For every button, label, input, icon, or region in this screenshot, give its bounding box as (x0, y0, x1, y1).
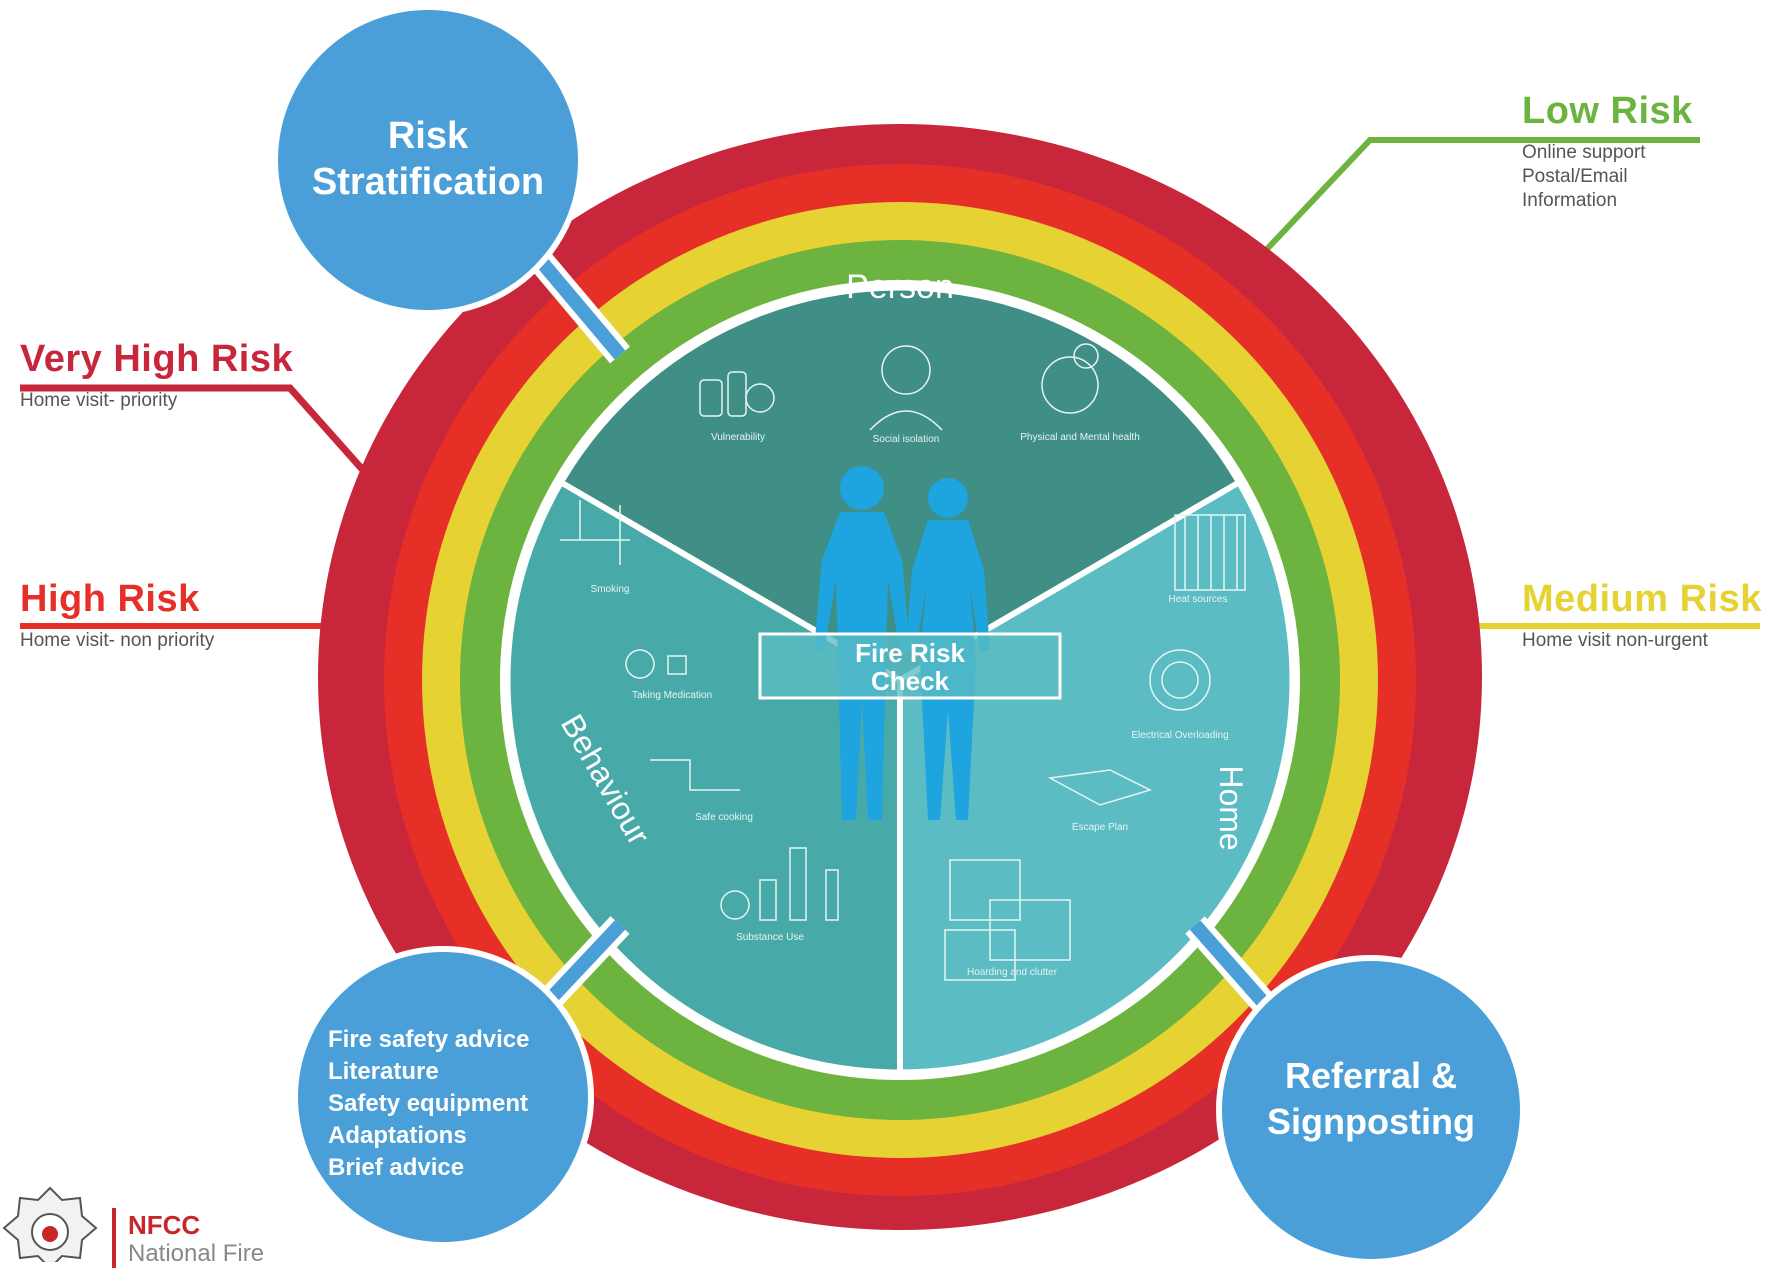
nfcc-logo: NFCC National Fire (0, 1180, 330, 1268)
behaviour-item-0: Smoking (591, 584, 630, 595)
very-high-connector (20, 384, 373, 481)
substance-icon (720, 847, 839, 921)
actions-list: Fire safety advice Literature Safety equ… (328, 1024, 588, 1184)
referral-callout: Referral & Signposting (1185, 916, 1526, 1262)
fire-risk-check-line1: Fire Risk (855, 638, 965, 668)
risk-stratification-line2: Stratification (312, 161, 544, 203)
logo-divider (112, 1208, 116, 1268)
behaviour-item-3: Substance Use (736, 932, 804, 943)
fire-risk-check-box (758, 632, 1062, 700)
action-item: Literature (328, 1058, 439, 1085)
medication-icon (625, 649, 687, 679)
cooking-icon (650, 759, 740, 791)
home-items (944, 514, 1246, 981)
person-icon (869, 345, 943, 431)
logo-name: National Fire (128, 1240, 265, 1267)
person-item-2: Physical and Mental health (1020, 432, 1140, 443)
very-high-title: Very High Risk (20, 338, 294, 380)
person-label: Person (846, 268, 954, 306)
action-item: Brief advice (328, 1154, 465, 1181)
behaviour-item-2: Safe cooking (695, 812, 753, 823)
risk-stratification-line1: Risk (388, 115, 469, 157)
person-item-0: Vulnerability (711, 432, 765, 443)
very-high-tier: Very High Risk Home visit- priority (20, 338, 293, 413)
high-tier: High Risk Home visit- non priority (20, 578, 214, 653)
behaviour-item-1: Taking Medication (632, 690, 712, 701)
head-gear-icon (1041, 343, 1099, 414)
nfcc-emblem-icon (2, 1186, 98, 1262)
callout-stem (534, 255, 626, 360)
action-item: Adaptations (328, 1122, 467, 1149)
home-item-0: Heat sources (1169, 594, 1228, 605)
escape-plan-icon (1047, 769, 1153, 806)
behaviour-items (560, 500, 839, 921)
risk-stratification-callout: Risk Stratification (272, 4, 630, 364)
low-desc: Online support Postal/Email Information (1522, 141, 1693, 213)
home-item-1: Electrical Overloading (1131, 730, 1228, 741)
high-desc: Home visit- non priority (20, 630, 215, 651)
low-desc-line: Postal/Email (1522, 166, 1628, 187)
action-item: Safety equipment (328, 1090, 529, 1117)
action-item: Fire safety advice (328, 1026, 530, 1053)
clutter-icon (944, 859, 1071, 981)
referral-line2: Signposting (1267, 1101, 1475, 1142)
actions-callout (292, 916, 630, 1248)
low-desc-line: Online support (1522, 142, 1646, 163)
medium-desc: Home visit non-urgent (1522, 630, 1708, 651)
home-item-2: Escape Plan (1072, 822, 1128, 833)
smoking-icon (560, 500, 630, 565)
home-label: Home (1213, 765, 1249, 850)
fire-risk-check-line2: Check (871, 666, 950, 696)
low-title: Low Risk (1522, 90, 1693, 132)
medium-tier: Medium Risk Home visit non-urgent (1522, 578, 1762, 653)
plug-icon (1149, 649, 1211, 711)
very-high-desc: Home visit- priority (20, 390, 178, 411)
high-title: High Risk (20, 578, 200, 620)
person-item-1: Social isolation (873, 434, 940, 445)
vulnerability-icon (699, 371, 775, 417)
low-tier: Low Risk Online support Postal/Email Inf… (1522, 90, 1693, 213)
medium-title: Medium Risk (1522, 578, 1762, 620)
low-desc-line: Information (1522, 190, 1618, 211)
heater-icon (1174, 514, 1246, 591)
home-item-3: Hoarding and clutter (967, 967, 1058, 978)
person-items (699, 343, 1099, 431)
logo-abbr: NFCC (128, 1210, 201, 1240)
callout-stem (1189, 920, 1276, 1015)
referral-line1: Referral & (1285, 1055, 1457, 1096)
